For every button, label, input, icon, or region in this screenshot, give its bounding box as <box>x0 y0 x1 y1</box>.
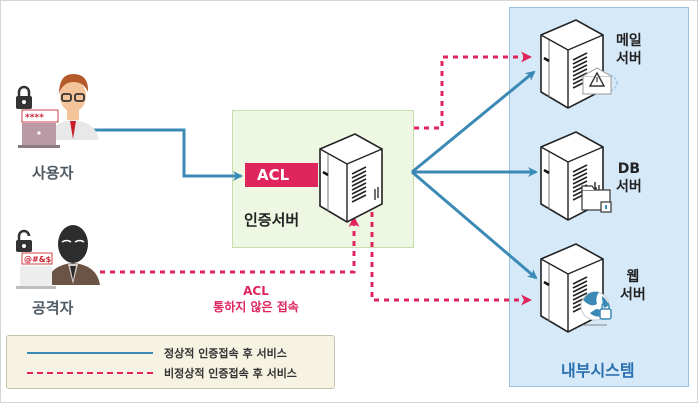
web-server-label-line2: 서버 <box>620 287 646 303</box>
web-server-label-line1: 웹 <box>626 269 640 285</box>
internal-system-title: 내부시스템 <box>561 361 635 380</box>
legend-normal-label: 정상적 인증접속 후 서비스 <box>164 347 287 360</box>
web-server-label: 웹 서버 <box>620 268 646 304</box>
auth-server-label: 인증서버 <box>244 211 300 229</box>
lock-icon <box>16 85 32 109</box>
user-to-acl-line <box>92 128 243 181</box>
attacker-label: 공격자 <box>32 299 74 317</box>
auth-server-icon <box>318 132 384 224</box>
svg-text:@#&$: @#&$ <box>24 255 52 264</box>
acl-bypass-note-line1: ACL <box>243 284 269 298</box>
auth-to-web-line <box>411 170 538 280</box>
mail-server-label-line1: 메일 <box>616 33 642 49</box>
bypass-to-web-line <box>370 212 532 306</box>
db-server-label: DB 서버 <box>616 160 642 196</box>
db-server-label-line2: 서버 <box>616 179 642 195</box>
mail-warning-icon <box>582 67 618 95</box>
acl-bypass-note-line2: 통하지 않은 접속 <box>213 300 299 314</box>
unlock-icon <box>16 229 32 252</box>
db-server-label-line1: DB <box>617 161 641 177</box>
mail-server-label: 메일 서버 <box>616 32 642 68</box>
legend: 정상적 인증접속 후 서비스 비정상적 인증접속 후 서비스 <box>6 335 335 389</box>
folder-lock-icon <box>581 182 612 213</box>
legend-abnormal-label: 비정상적 인증접속 후 서비스 <box>164 367 297 380</box>
bypass-to-mail-line <box>414 51 532 130</box>
legend-abnormal-swatch <box>27 372 153 374</box>
mail-server-label-line2: 서버 <box>616 51 642 67</box>
auth-to-mail-line <box>411 70 536 174</box>
mail-server-icon <box>539 18 605 110</box>
svg-text:****: **** <box>25 113 44 123</box>
acl-filter: ACL <box>245 163 318 187</box>
acl-bypass-note: ACL 통하지 않은 접속 <box>186 283 326 315</box>
legend-normal-swatch <box>27 352 153 354</box>
globe-lock-icon <box>580 291 612 326</box>
user-label: 사용자 <box>32 164 74 182</box>
attacker-to-auth-line <box>100 216 360 274</box>
